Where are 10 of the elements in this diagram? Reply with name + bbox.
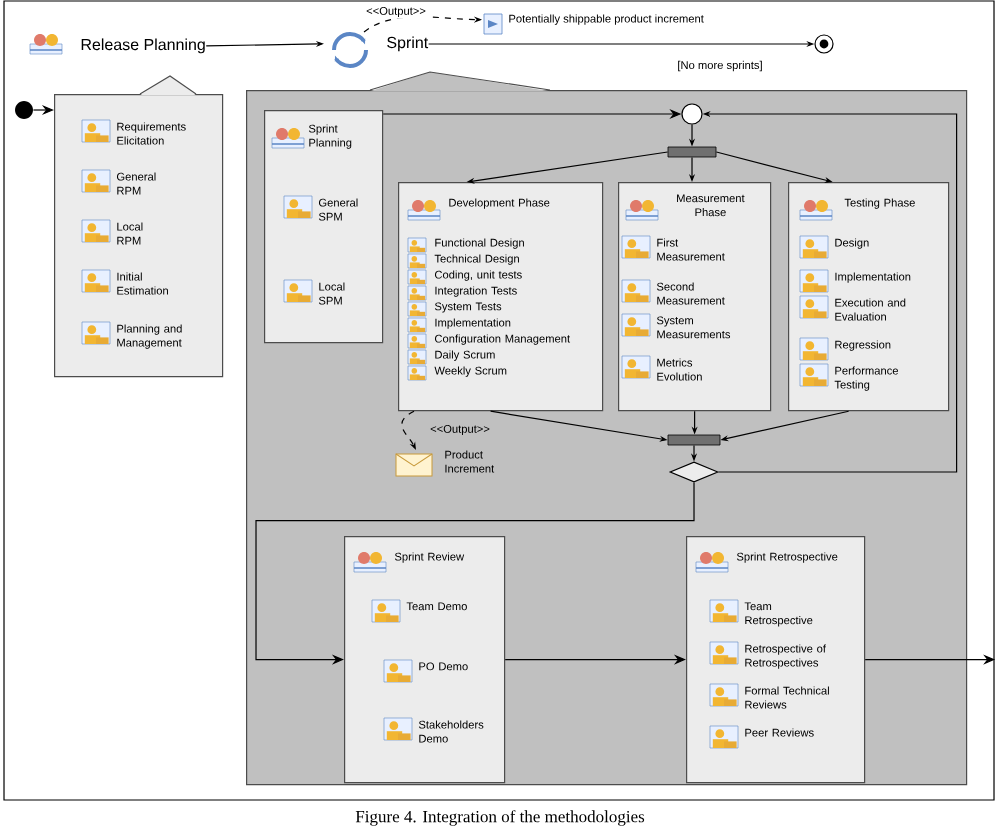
- start-node: [15, 101, 33, 119]
- label: Release Planning: [81, 38, 205, 54]
- end-node: [814, 34, 834, 54]
- callout-panel: [54, 75, 224, 378]
- sync-bar: [667, 434, 721, 446]
- sync-bar: [667, 146, 717, 158]
- arrow: [401, 410, 416, 450]
- caption: Figure 4. Integration of the methodologies: [355, 810, 645, 826]
- label: Sprint: [387, 36, 429, 52]
- merge-node: [681, 103, 703, 125]
